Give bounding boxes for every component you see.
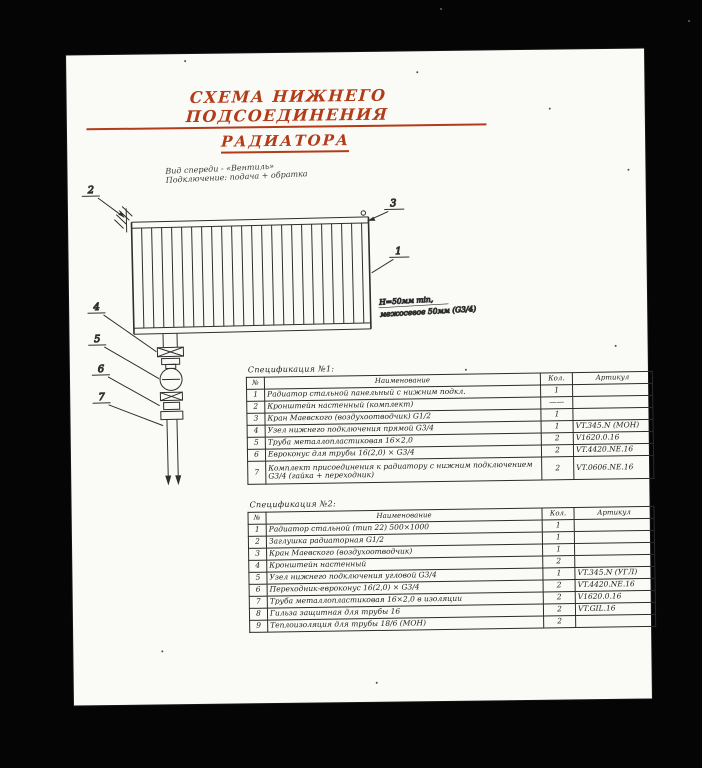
cell-pos: 2 xyxy=(246,401,265,414)
flow-arrow-down xyxy=(175,475,182,486)
scan-speck xyxy=(440,8,442,10)
cell-pos: 3 xyxy=(248,548,267,561)
document-page: СХЕМА НИЖНЕГО ПОДСОЕДИНЕНИЯ РАДИАТОРА Ви… xyxy=(66,48,656,706)
cell-pos: 5 xyxy=(247,437,266,450)
callout-4-label: 4 xyxy=(92,302,100,313)
callout-1-label: 1 xyxy=(395,246,402,257)
cell-pos: 1 xyxy=(246,389,265,402)
valve-assembly xyxy=(156,346,185,486)
radiator-drawing: 2 3 1 xyxy=(81,185,477,486)
bottom-connection-stubs xyxy=(162,333,178,348)
wall-bracket-hatch xyxy=(114,206,133,233)
cell-qty: 1 xyxy=(542,531,575,545)
scan-speck xyxy=(548,107,551,110)
header-qty: Кол. xyxy=(540,372,573,386)
cell-qty: —— xyxy=(540,396,573,410)
cell-pos: 6 xyxy=(247,449,266,462)
callout-5-label: 5 xyxy=(94,334,101,345)
cell-pos: 6 xyxy=(249,584,268,597)
flow-arrow-down xyxy=(165,475,172,486)
cell-pos: 5 xyxy=(248,572,268,585)
callout-6-label: 6 xyxy=(98,364,105,375)
callout-7-label: 7 xyxy=(98,392,105,403)
connection-note-line-1: H=50мм min, xyxy=(378,295,433,307)
cell-pos: 7 xyxy=(247,461,266,485)
connection-note-line-2: межосевое 50мм (G3/4) xyxy=(380,304,477,319)
cell-qty: 2 xyxy=(541,432,574,446)
cell-pos: 9 xyxy=(249,620,268,633)
cell-art: VT.0606.NE.16 xyxy=(573,455,654,480)
spec-table-2: № Наименование Кол. Артикул 1 Радиатор с… xyxy=(247,506,656,633)
cell-pos: 3 xyxy=(246,413,266,426)
callout-2: 2 xyxy=(81,185,125,218)
cell-pos: 8 xyxy=(249,608,268,621)
cell-qty: 2 xyxy=(543,603,576,617)
cell-qty: 1 xyxy=(541,420,574,434)
header-qty: Кол. xyxy=(541,507,575,521)
cell-qty: 2 xyxy=(541,456,574,481)
title-line-2: РАДИАТОРА xyxy=(220,131,351,154)
drawing-title: СХЕМА НИЖНЕГО ПОДСОЕДИНЕНИЯ РАДИАТОРА xyxy=(85,84,489,155)
scan-speck xyxy=(627,168,630,171)
cell-qty: 2 xyxy=(543,579,576,593)
cell-qty: 1 xyxy=(542,567,576,581)
cell-qty: 1 xyxy=(542,543,575,557)
air-vent-icon xyxy=(360,210,367,216)
cell-pos: 4 xyxy=(248,560,267,573)
scan-speck xyxy=(416,71,419,74)
callout-2-label: 2 xyxy=(87,185,95,196)
callout-3-label: 3 xyxy=(390,198,397,209)
callout-5: 5 xyxy=(88,334,160,380)
scan-speck xyxy=(161,650,164,653)
cell-name: Комплект присоединения к радиатору с ниж… xyxy=(265,457,542,485)
header-pos: № xyxy=(246,377,265,390)
cell-art xyxy=(575,614,656,628)
scan-speck xyxy=(464,368,467,371)
callout-6: 6 xyxy=(91,363,160,407)
cell-pos: 1 xyxy=(248,524,267,537)
cell-qty: 2 xyxy=(543,591,576,605)
scan-speck xyxy=(688,20,690,22)
callout-7: 7 xyxy=(92,391,164,427)
spec-table-1: № Наименование Кол. Артикул 1 Радиатор с… xyxy=(246,371,655,485)
scan-speck xyxy=(184,60,187,63)
callout-3: 3 xyxy=(367,198,405,222)
callout-1: 1 xyxy=(371,246,410,274)
cell-qty: 1 xyxy=(540,384,573,398)
cell-qty: 1 xyxy=(540,408,574,422)
title-line-1: СХЕМА НИЖНЕГО ПОДСОЕДИНЕНИЯ xyxy=(86,84,489,131)
cell-qty: 2 xyxy=(542,555,575,569)
cell-qty: 2 xyxy=(541,444,574,458)
scan-speck xyxy=(375,681,378,684)
header-pos: № xyxy=(247,512,267,525)
specification-tables: Спецификация №1: № Наименование Кол. Арт… xyxy=(246,360,656,633)
radiator-body xyxy=(130,216,372,335)
cell-pos: 2 xyxy=(248,536,267,549)
cell-pos: 7 xyxy=(249,596,268,609)
scan-speck xyxy=(614,344,617,347)
cell-qty: 1 xyxy=(542,519,575,533)
cell-qty: 2 xyxy=(543,615,576,629)
callout-4: 4 xyxy=(87,302,157,353)
cell-pos: 4 xyxy=(247,425,266,438)
connection-note: H=50мм min, межосевое 50мм (G3/4) xyxy=(378,294,477,319)
